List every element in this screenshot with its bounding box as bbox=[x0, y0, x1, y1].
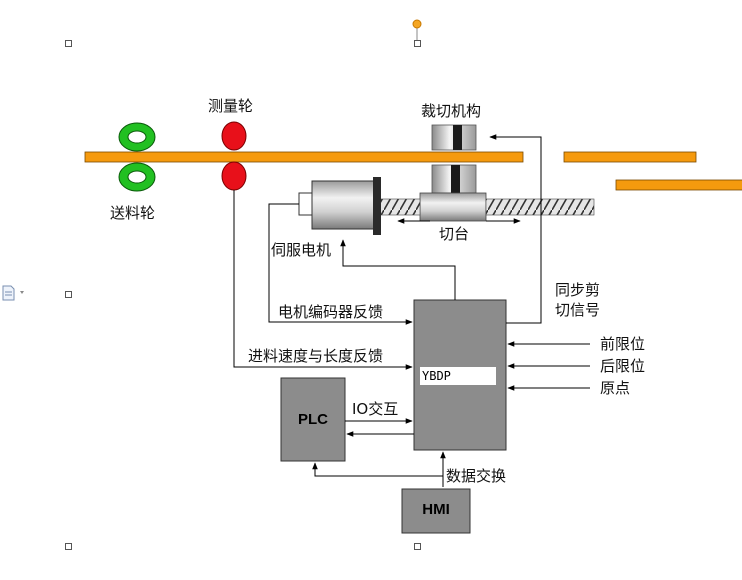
feed-wheel-top bbox=[118, 122, 156, 152]
feed-wheel-bottom bbox=[118, 162, 156, 192]
label-servo-motor: 伺服电机 bbox=[271, 241, 332, 259]
selection-handle-tl[interactable] bbox=[65, 40, 72, 47]
material-strip-right bbox=[615, 179, 742, 191]
label-measuring-wheel: 测量轮 bbox=[208, 97, 254, 115]
anchor-handle-icon[interactable] bbox=[412, 19, 422, 40]
line-speed-length-feedback bbox=[233, 190, 413, 370]
selection-handle-ml[interactable] bbox=[65, 291, 72, 298]
line-encoder-feedback bbox=[268, 203, 413, 325]
measuring-wheel-top bbox=[221, 121, 247, 151]
plc-label: PLC bbox=[298, 411, 328, 428]
material-strip-main bbox=[84, 151, 524, 163]
selection-handle-tm[interactable] bbox=[414, 40, 421, 47]
document-icon[interactable] bbox=[2, 285, 26, 305]
label-speed-length-feedback: 进料速度与长度反馈 bbox=[248, 347, 384, 365]
label-encoder-feedback: 电机编码器反馈 bbox=[278, 303, 384, 321]
label-io-interaction: IO交互 bbox=[352, 400, 399, 418]
material-strip-mid bbox=[563, 151, 697, 163]
lead-screw-right bbox=[485, 198, 595, 216]
label-cutting-mechanism: 裁切机构 bbox=[421, 102, 482, 120]
servo-motor bbox=[298, 177, 381, 235]
label-rear-limit: 后限位 bbox=[600, 357, 646, 375]
label-data-exchange: 数据交换 bbox=[446, 467, 507, 485]
label-origin: 原点 bbox=[600, 379, 631, 397]
cutting-carriage bbox=[419, 164, 487, 222]
cutting-blade-upper bbox=[431, 124, 477, 151]
label-feed-wheel: 送料轮 bbox=[110, 204, 156, 222]
controller-name: YBDP bbox=[420, 367, 496, 385]
measuring-wheel-bottom bbox=[221, 161, 247, 191]
selection-handle-bl[interactable] bbox=[65, 543, 72, 550]
label-sync-shear-2: 切信号 bbox=[555, 301, 601, 319]
label-front-limit: 前限位 bbox=[600, 335, 646, 353]
hmi-label: HMI bbox=[422, 501, 450, 518]
hmi-box bbox=[401, 488, 471, 534]
label-sync-shear-1: 同步剪 bbox=[555, 281, 601, 299]
label-table: 切台 bbox=[439, 225, 470, 243]
selection-handle-bm[interactable] bbox=[414, 543, 421, 550]
line-controller-to-motor bbox=[340, 239, 456, 300]
line-plc-hmi-exchange bbox=[312, 462, 443, 477]
plc-box bbox=[280, 377, 346, 462]
line-sync-shear-signal bbox=[489, 134, 542, 324]
lead-screw bbox=[379, 198, 421, 216]
